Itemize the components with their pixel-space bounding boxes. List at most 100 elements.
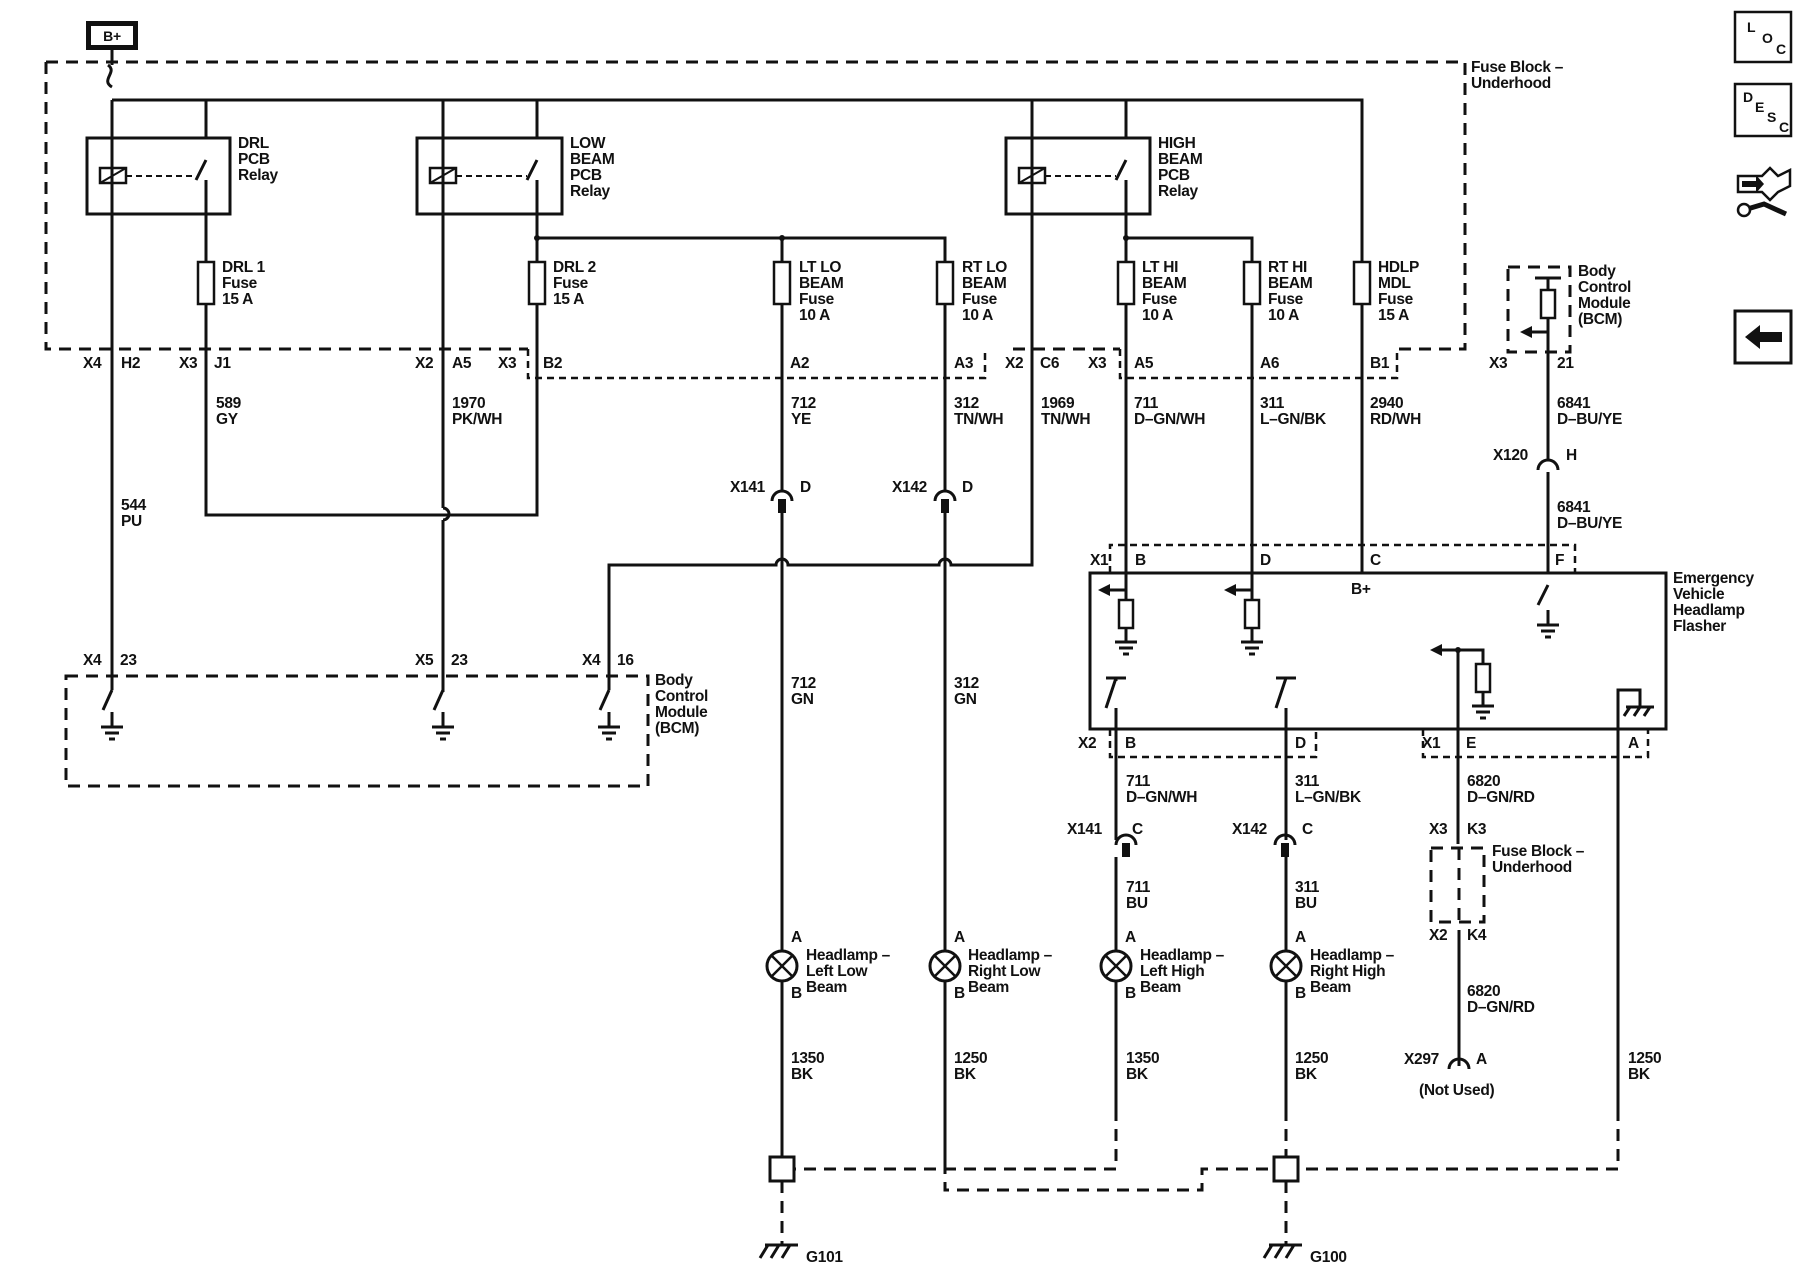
ground-g101-label: G101 [806,1249,843,1266]
evhf-module-box [1088,571,1668,731]
desc-letter: D [1743,89,1753,105]
fuse-label-line: Fuse [553,275,589,292]
connector-pin-label: J1 [214,355,231,372]
connector-pin-label: B [1125,985,1136,1002]
relay-label-line: Relay [238,167,279,184]
fuse-label-line: LT LO [799,259,841,276]
wire-label-line: 311 [1295,879,1320,896]
connector-pin-label: X3 [498,355,517,372]
relay-label-line: Relay [1158,183,1199,200]
desc-letter: S [1767,109,1776,125]
connector-pin-label: D [1260,552,1271,569]
battery-label: B+ [103,28,121,44]
fuse-label-line: HDLP [1378,259,1419,276]
connector-pin-label: X2 [1429,927,1447,944]
tools-nav-icon[interactable] [1736,166,1792,218]
back-nav-button[interactable] [1733,309,1793,365]
connector-pin-label: A [1125,929,1136,946]
wire-label-line: 6841 [1557,499,1591,516]
headlamp-label-line: Right High [1310,963,1385,980]
connector-pin-label: D [1295,735,1306,752]
fuse-label-line: Fuse [222,275,258,292]
evhf-internals [1098,584,1654,729]
wire-label-line: 312 [954,675,979,692]
wire-label-line: 711 [1134,395,1159,412]
back-arrow-icon [1745,325,1782,349]
bcm-right-label-line: Body [1578,263,1616,280]
connector-pin-label: X1 [1090,552,1109,569]
low-beam-pcb-relay [415,100,564,216]
connector-pin-label: B1 [1370,355,1390,372]
wire-label-line: 6820 [1467,983,1500,1000]
wire-label-line: 311 [1260,395,1285,412]
wire-label-line: D–GN/WH [1134,411,1205,428]
diagram-labels: Fuse Block –UnderhoodBodyControlModule(B… [83,19,1789,1266]
fuse-label-line: BEAM [962,275,1006,292]
rt-hi-beam-fuse [1242,260,1262,306]
wire-label-line: 589 [216,395,242,412]
connector-pin-label: B [1295,985,1306,1002]
wire-label-line: 711 [1126,773,1151,790]
headlamp-label-line: Headlamp – [1140,947,1225,964]
wire-label-line: D–BU/YE [1557,411,1622,428]
wire-label-line: 1970 [452,395,485,412]
relay-label-line: PCB [238,151,270,168]
fuse-block-underhood-label-line: Underhood [1471,75,1551,92]
fuse-label-line: LT HI [1142,259,1178,276]
fuse-label-line: Fuse [1142,291,1178,308]
wire-label-line: BK [791,1066,814,1083]
connector-pin-label: X5 [415,652,434,669]
relay-label-line: DRL [238,135,269,152]
fuse-block-small-label-line: Underhood [1492,859,1572,876]
fuse-label-line: 15 A [553,291,584,308]
headlamps [765,949,1303,983]
connector-pin-label: X1 [1422,735,1441,752]
wire-label-line: 311 [1295,773,1320,790]
connector-pin-label: K4 [1467,927,1487,944]
wire-label-line: GN [954,691,977,708]
evhf-label-line: Vehicle [1673,586,1725,603]
desc-letter: C [1779,119,1789,135]
description-nav-button[interactable] [1733,82,1793,138]
wire-label-line: 6841 [1557,395,1591,412]
fuse-block-small-boundary [1429,846,1486,924]
fuse-block-underhood-boundary [44,60,1467,351]
connector-pin-label: 23 [120,652,137,669]
location-nav-button[interactable] [1733,10,1793,64]
wire-label-line: 1250 [954,1050,987,1067]
fuse-label-line: 10 A [799,307,830,324]
headlamp-label-line: Beam [1310,979,1351,996]
headlamp-label-line: Right Low [968,963,1041,980]
ground-symbols [758,1243,1302,1259]
fuse-label-line: BEAM [799,275,843,292]
lt-lo-beam-fuse [772,260,792,306]
fuses [196,260,1372,306]
drl-pcb-relay [85,100,232,216]
evhf-label-line: Headlamp [1673,602,1745,619]
fuse-label-line: BEAM [1142,275,1186,292]
connector-pin-label: H [1566,447,1577,464]
connector-pin-label: A [1476,1051,1487,1068]
headlamp-label-line: Headlamp – [1310,947,1395,964]
wire-label-line: 6820 [1467,773,1500,790]
evhf-label-line: Emergency [1673,570,1755,587]
connector-pin-label: D [800,479,811,496]
wire-label-line: GY [216,411,239,428]
connector-pin-label: C [1370,552,1381,569]
connector-pin-label: B2 [543,355,562,372]
connector-pin-label: 16 [617,652,634,669]
headlamp-label-line: Headlamp – [806,947,891,964]
fuse-label-line: Fuse [1268,291,1304,308]
headlamp-label-line: Left High [1140,963,1204,980]
wire-label-line: BK [1295,1066,1318,1083]
connector-pin-label: K3 [1467,821,1487,838]
wire-label-line: 1250 [1628,1050,1661,1067]
wire-label-line: L–GN/BK [1295,789,1362,806]
connector-pin-label: X3 [1088,355,1107,372]
connector-pin-label: A [954,929,965,946]
connector-pin-label: X3 [1489,355,1508,372]
wire-label-line: D–GN/RD [1467,999,1535,1016]
connector-pin-label: E [1466,735,1476,752]
wire-label-line: 712 [791,395,816,412]
